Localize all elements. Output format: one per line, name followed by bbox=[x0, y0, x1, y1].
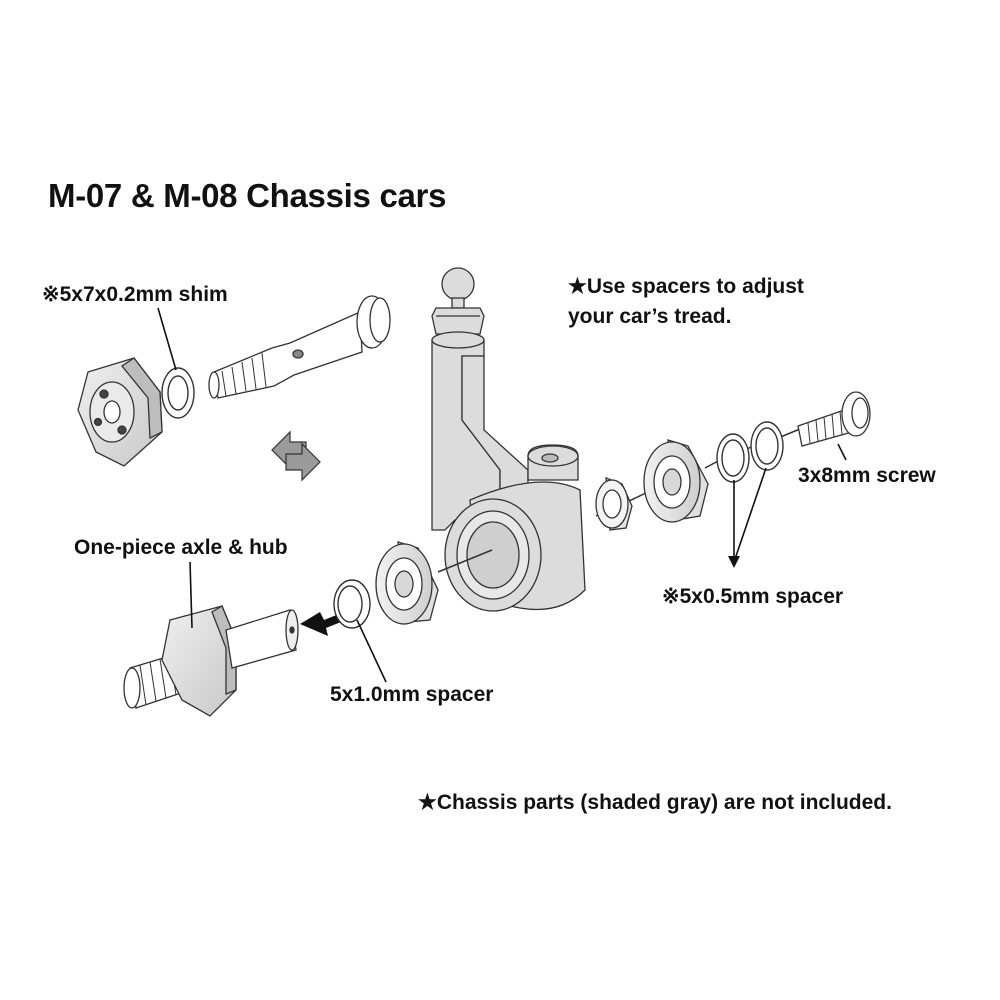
shim-washer bbox=[161, 367, 195, 419]
axle-hub-label: One-piece axle & hub bbox=[74, 536, 288, 559]
swap-arrows-icon bbox=[271, 430, 321, 482]
bearing-inner bbox=[375, 541, 439, 625]
spacer-1mm bbox=[333, 579, 371, 629]
page-title: M-07 & M-08 Chassis cars bbox=[48, 177, 447, 214]
tread-note-line1: ★Use spacers to adjust bbox=[568, 275, 804, 298]
shim-label: ※5x7x0.2mm shim bbox=[42, 283, 228, 306]
screw-label: 3x8mm screw bbox=[798, 464, 936, 487]
tread-note-line2: your car’s tread. bbox=[568, 305, 732, 328]
bearing-outer bbox=[643, 439, 709, 523]
not-included-note: ★Chassis parts (shaded gray) are not inc… bbox=[418, 791, 892, 814]
spacer-10-label: 5x1.0mm spacer bbox=[330, 683, 494, 706]
leader-lines bbox=[157, 307, 847, 683]
screw-3x8 bbox=[797, 391, 871, 447]
collar-spacer bbox=[595, 477, 633, 531]
axle-shaft bbox=[208, 295, 391, 399]
axle-hub bbox=[123, 605, 299, 717]
hex-nut bbox=[77, 357, 163, 467]
leader-arrowhead-icon bbox=[728, 556, 740, 568]
insert-arrow-icon bbox=[300, 612, 346, 636]
spacer-05-label: ※5x0.5mm spacer bbox=[662, 585, 844, 608]
chassis-upright bbox=[431, 267, 586, 612]
spacers-05mm bbox=[716, 421, 784, 483]
